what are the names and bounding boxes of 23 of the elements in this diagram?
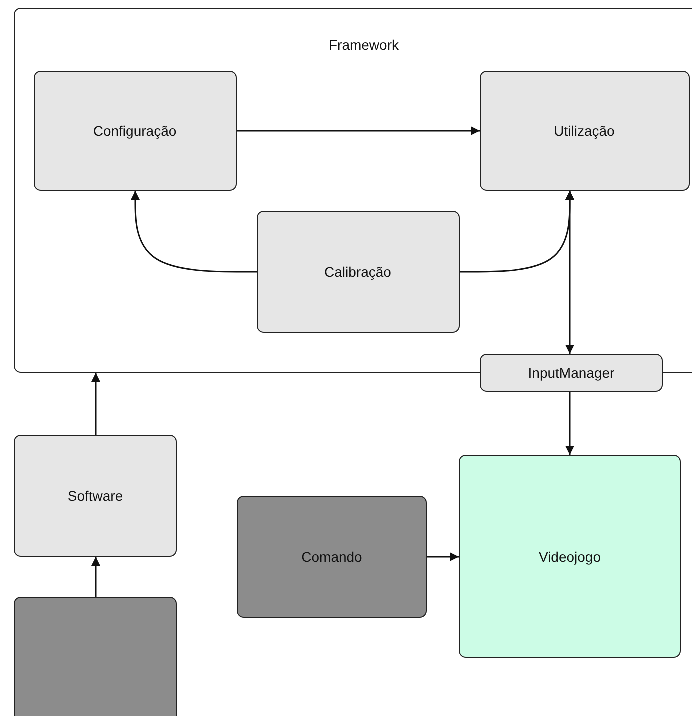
game-box [459, 455, 681, 658]
arrow [131, 191, 257, 273]
device-box [14, 597, 177, 716]
arrow [427, 552, 459, 562]
arrow [92, 373, 100, 435]
node-label: Utilização [553, 122, 616, 138]
node-label: Configuração [92, 122, 178, 138]
process-box [14, 435, 177, 557]
arrow [92, 557, 100, 597]
node-label: Videojogo [538, 548, 602, 564]
arrow [237, 126, 480, 136]
node-label: Software [66, 488, 124, 504]
node-label: Calibração [324, 264, 392, 280]
process-box [237, 496, 427, 618]
container-title: Framework [328, 37, 400, 53]
node-label: InputManager [527, 365, 616, 381]
process-box [480, 70, 690, 190]
process-box [34, 70, 236, 190]
node-label: Comando [300, 549, 364, 565]
process-box [480, 354, 663, 392]
process-box [256, 210, 460, 332]
arrow [566, 392, 574, 455]
arrow [566, 191, 574, 354]
